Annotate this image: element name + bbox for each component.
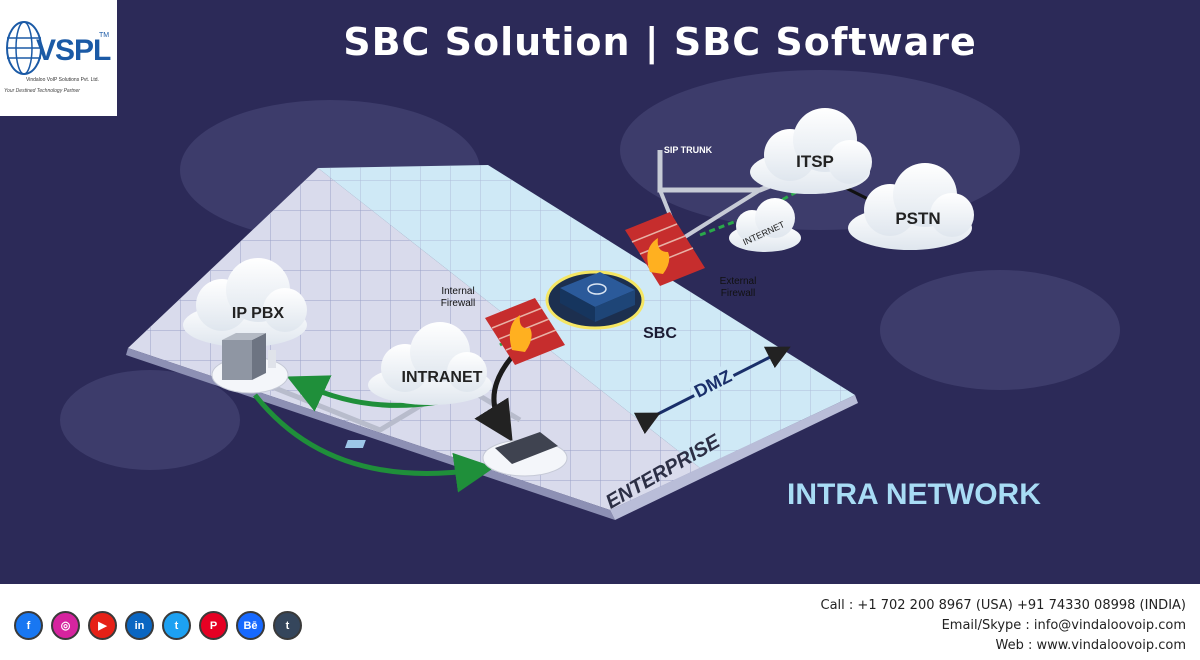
- contact-call: Call : +1 702 200 8967 (USA) +91 74330 0…: [820, 598, 1186, 613]
- intra-network-heading: INTRA NETWORK: [787, 478, 1041, 511]
- internal-firewall-label-1: Internal: [441, 286, 474, 297]
- banner: ITSP PSTN INTERNET IP PBX INTRA: [0, 0, 1200, 584]
- footer: f ◎ ▶ in t P Bē t Call : +1 702 200 8967…: [0, 584, 1200, 660]
- intranet-cloud: INTRANET: [368, 322, 492, 405]
- behance-icon[interactable]: Bē: [236, 611, 265, 640]
- page-title: SBC Solution | SBC Software: [343, 20, 977, 64]
- pinterest-icon[interactable]: P: [199, 611, 228, 640]
- sbc-label: SBC: [643, 325, 677, 342]
- globe-icon: [6, 21, 42, 75]
- itsp-cloud: ITSP: [750, 108, 872, 194]
- pstn-label: PSTN: [895, 209, 940, 228]
- internal-firewall-label-2: Firewall: [441, 298, 475, 309]
- instagram-icon[interactable]: ◎: [51, 611, 80, 640]
- external-firewall-label-2: Firewall: [721, 288, 755, 299]
- contact-info: Call : +1 702 200 8967 (USA) +91 74330 0…: [821, 596, 1186, 656]
- sip-trunk-label: SIP TRUNK: [664, 145, 713, 155]
- logo-text: VSPL: [36, 34, 111, 67]
- social-links: f ◎ ▶ in t P Bē t: [14, 611, 302, 640]
- ip-pbx-label: IP PBX: [232, 305, 285, 322]
- contact-email[interactable]: Email/Skype : info@vindaloovoip.com: [941, 618, 1186, 633]
- contact-web[interactable]: Web : www.vindaloovoip.com: [995, 638, 1186, 653]
- twitter-icon[interactable]: t: [162, 611, 191, 640]
- youtube-icon[interactable]: ▶: [88, 611, 117, 640]
- facebook-icon[interactable]: f: [14, 611, 43, 640]
- tumblr-icon[interactable]: t: [273, 611, 302, 640]
- green-arrow-lower: [253, 393, 495, 493]
- internal-firewall: Internal Firewall: [441, 286, 565, 365]
- external-firewall-label-1: External: [720, 276, 757, 287]
- internet-cloud: INTERNET: [729, 198, 801, 252]
- logo-trademark: TM: [99, 32, 110, 39]
- vspl-logo[interactable]: VSPL TM Vindaloo VoIP Solutions Pvt. Ltd…: [0, 0, 117, 116]
- logo-company: Vindaloo VoIP Solutions Pvt. Ltd.: [26, 77, 99, 83]
- ip-phone: [344, 432, 568, 477]
- sbc-device: SBC: [545, 270, 677, 342]
- intranet-label: INTRANET: [402, 369, 483, 386]
- linkedin-icon[interactable]: in: [125, 611, 154, 640]
- pstn-cloud: PSTN: [848, 163, 974, 250]
- sbc-network-diagram: ITSP PSTN INTERNET IP PBX INTRA: [60, 70, 1120, 520]
- itsp-label: ITSP: [796, 152, 834, 171]
- external-firewall: External Firewall: [625, 212, 756, 299]
- logo-tagline: Your Destined Technology Partner: [4, 88, 80, 94]
- ip-pbx-server: [211, 333, 289, 394]
- ip-pbx-cloud: IP PBX: [183, 258, 307, 347]
